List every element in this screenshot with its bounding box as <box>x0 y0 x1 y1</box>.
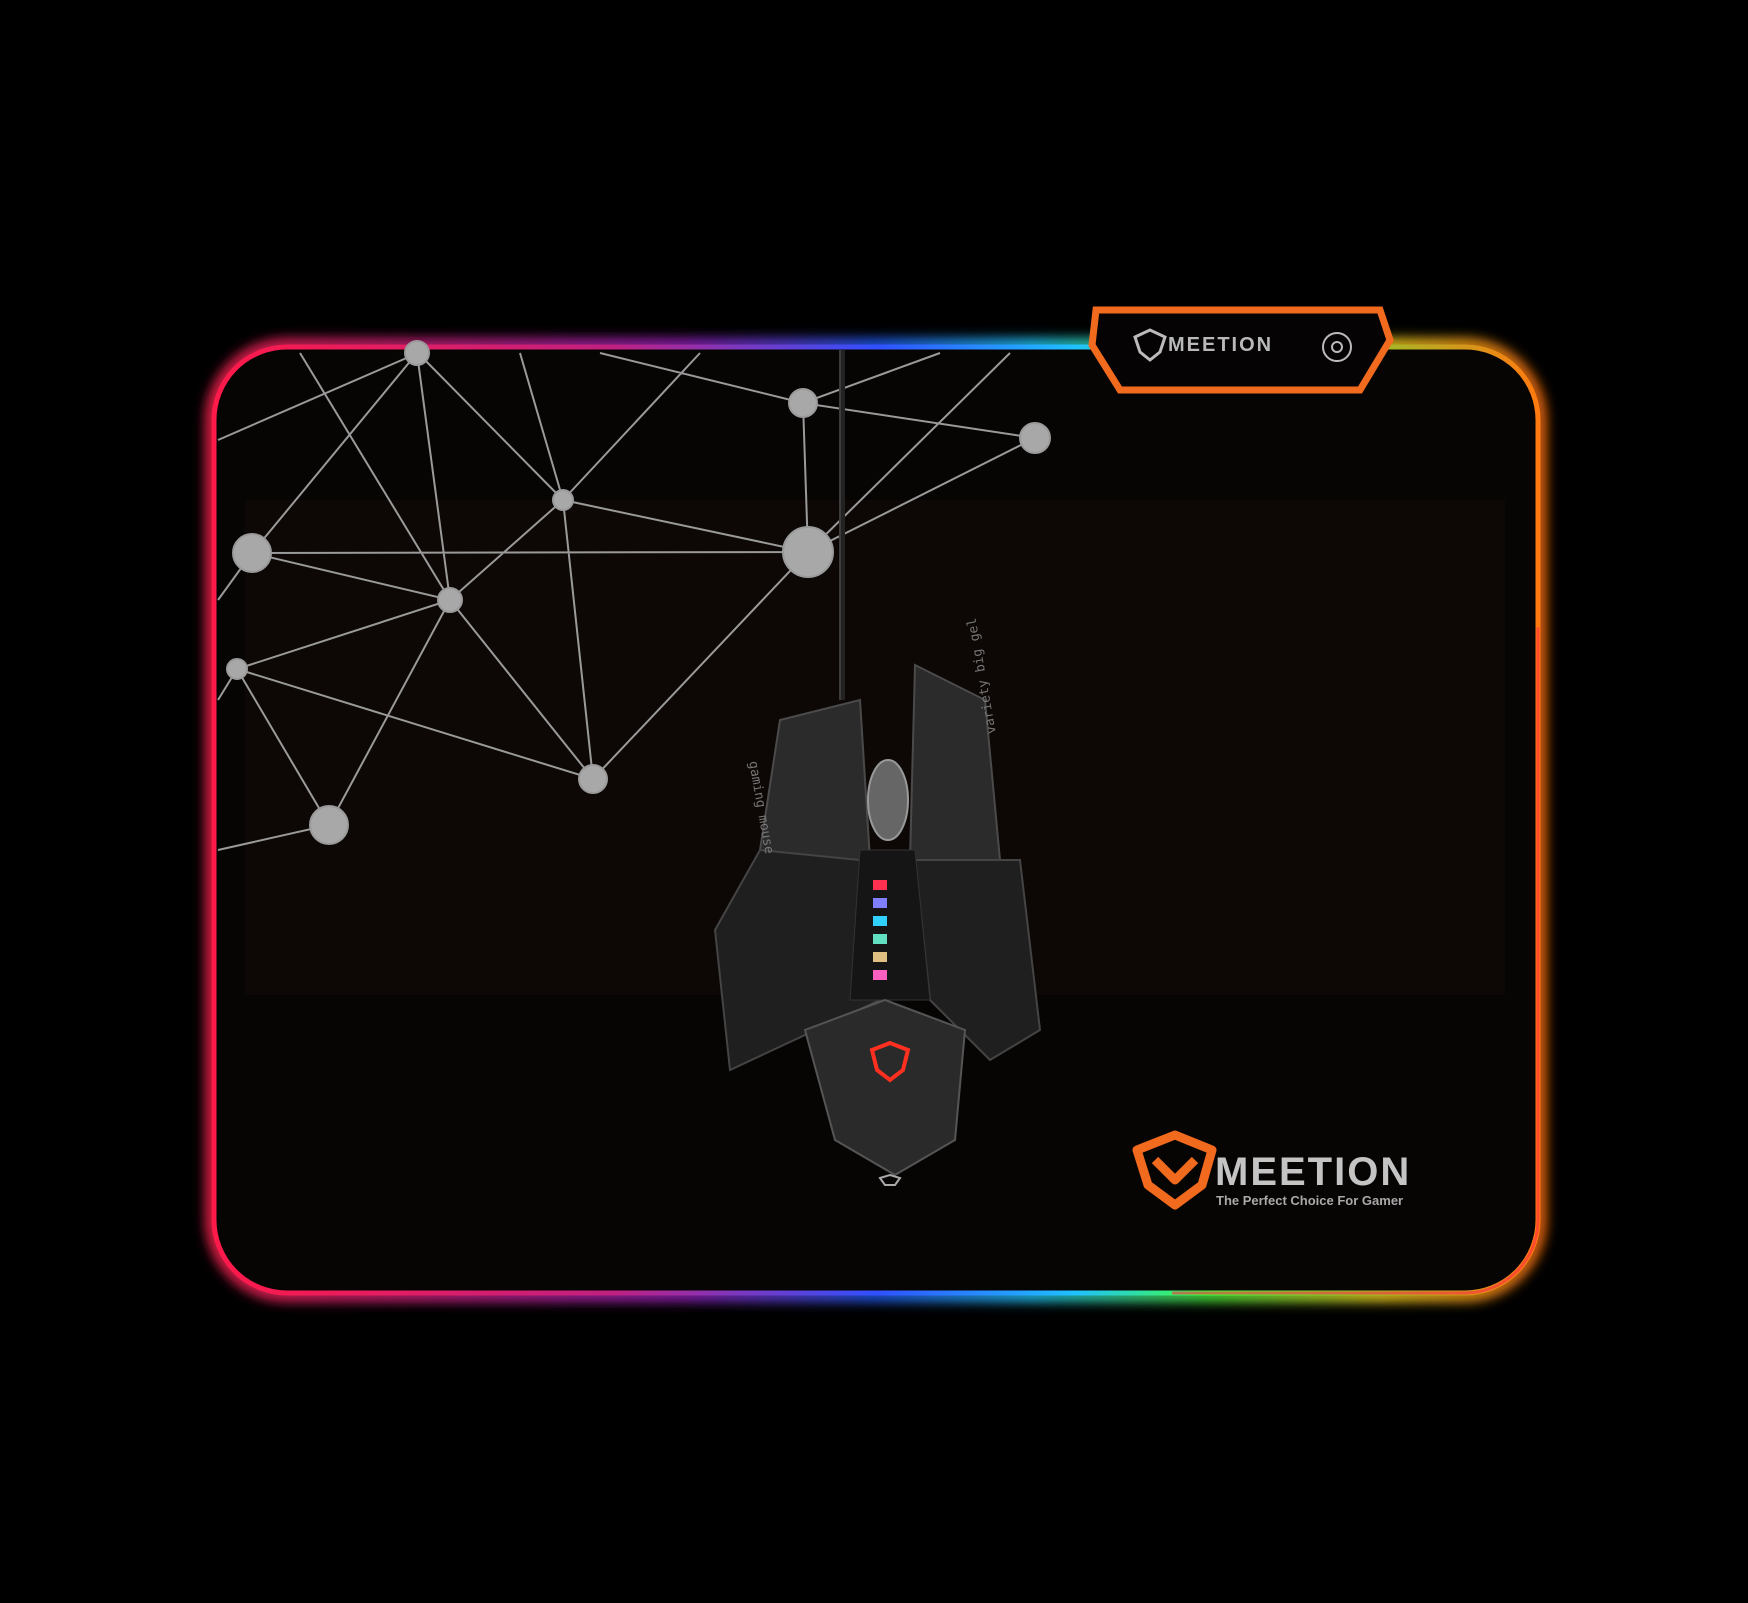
constellation-pattern <box>217 340 1051 851</box>
gaming-mouse <box>713 663 1042 1186</box>
control-tab <box>1088 306 1394 394</box>
mouse-logo-icon <box>869 1040 911 1083</box>
brand-tagline: The Perfect Choice For Gamer <box>1216 1193 1404 1208</box>
light-mode-icon[interactable] <box>1322 332 1352 362</box>
tab-logo-icon <box>1133 328 1167 362</box>
tab-brand-text: MEETION <box>1168 334 1274 356</box>
brand-name: MEETION <box>1215 1150 1412 1194</box>
brand-logo-icon <box>1132 1130 1217 1210</box>
